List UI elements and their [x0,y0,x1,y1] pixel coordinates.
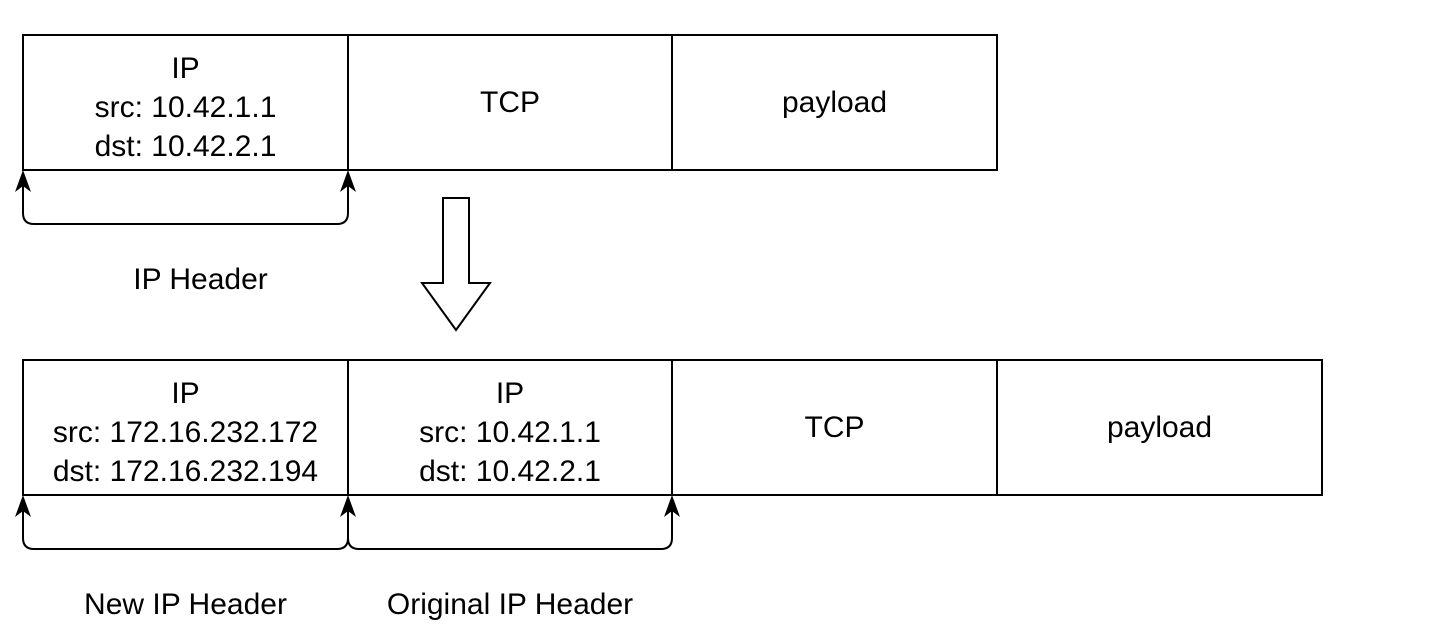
top-payload-content: payload [672,35,997,170]
top-ip-content: IP src: 10.42.1.1 dst: 10.42.2.1 [23,44,348,170]
original-ip-header-label: Original IP Header [386,588,634,621]
bottom-packet [22,359,1323,496]
bottom-payload-cell [996,359,1323,496]
bottom-new-ip-content: IP src: 172.16.232.172 dst: 172.16.232.1… [23,369,348,495]
top-tcp-content: TCP [348,35,672,170]
orig-ip-dst: dst: 10.42.2.1 [419,454,601,488]
new-ip-src: src: 172.16.232.172 [52,415,319,449]
top-ip-header-brace [15,170,356,225]
ip-header-label: IP Header [133,263,268,296]
bottom-orig-ip-content: IP src: 10.42.1.1 dst: 10.42.2.1 [348,369,672,495]
arrowhead-icon [15,495,31,517]
bottom-tcp-content: TCP [672,360,997,495]
new-ip-header-brace [15,495,349,550]
top-payload-cell [671,34,998,171]
arrowhead-icon [340,495,356,517]
orig-ip-title: IP [495,376,525,410]
top-ip-title: IP [171,51,200,85]
top-ip-dst: dst: 10.42.2.1 [94,129,277,163]
arrowhead-icon [664,495,680,517]
bottom-tcp-label: TCP [804,411,865,444]
top-packet [22,34,998,171]
orig-ip-src: src: 10.42.1.1 [419,415,601,449]
top-payload-label: payload [781,86,888,119]
new-ip-title: IP [171,376,200,410]
bottom-payload-content: payload [997,360,1322,495]
new-ip-header-label: New IP Header [84,588,287,621]
original-ip-header-brace [340,495,680,550]
new-ip-dst: dst: 172.16.232.194 [52,454,319,488]
bottom-payload-label: payload [1106,411,1213,444]
arrowhead-icon [340,170,356,192]
arrowhead-icon [15,170,31,192]
top-ip-src: src: 10.42.1.1 [94,90,277,124]
down-arrow-icon [420,197,492,332]
top-tcp-label: TCP [480,86,540,119]
